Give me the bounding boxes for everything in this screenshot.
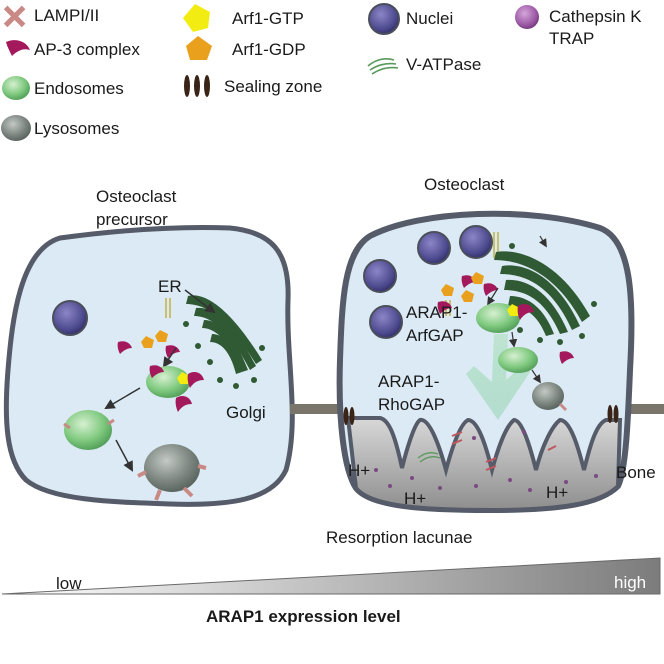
precursor-v-atpase — [165, 298, 171, 318]
lamp-icon — [3, 5, 26, 28]
expression-gradient-bar — [1, 557, 661, 595]
gradient-low-label: low — [56, 574, 82, 593]
oc-arrow-to-endosome — [487, 287, 499, 306]
proton-label-1: H+ — [348, 461, 370, 480]
lysosome-icon — [1, 115, 31, 141]
oc-trafficking-arrow — [466, 334, 530, 420]
oc-v-atpase-lacuna — [417, 451, 441, 463]
legend-lysosomes-label: Lysosomes — [34, 119, 119, 138]
legend-trap-label: TRAP — [549, 29, 594, 48]
sealing-zone-icon — [184, 75, 210, 97]
legend-cathepsin-label: Cathepsin K — [549, 7, 642, 26]
oc-arrow-to-endosome2 — [508, 331, 518, 348]
oc-sealing-zone-right — [607, 405, 619, 423]
bone-surface-right — [616, 404, 664, 414]
gradient-high-label: high — [614, 573, 646, 592]
oc-ap3-5 — [559, 351, 574, 364]
precursor-ap3-5 — [149, 365, 164, 378]
arfgap-label-line1: ARAP1- — [406, 303, 467, 322]
oc-ap3-3 — [437, 301, 452, 314]
precursor-er-label: ER — [158, 277, 182, 296]
legend-sealing-zone-label: Sealing zone — [224, 77, 322, 96]
oc-ap3-4 — [517, 304, 534, 320]
ap3-icon — [6, 40, 30, 56]
oc-lacuna-cathepsin-dots — [374, 430, 598, 492]
precursor-lysosome — [144, 444, 200, 492]
osteoclast-nucleus-1 — [363, 259, 397, 293]
legend-arf1-gdp-label: Arf1-GDP — [232, 40, 306, 59]
oc-arrow-to-lysosome — [531, 369, 541, 384]
bone-surface-left — [290, 404, 344, 414]
oc-lysosome — [532, 382, 564, 410]
legend-v-atpase-label: V-ATPase — [406, 55, 481, 74]
legend-arf1-gtp-label: Arf1-GTP — [232, 9, 304, 28]
precursor-title-line1: Osteoclast — [96, 187, 177, 206]
osteoclast-er-arrow — [538, 235, 547, 248]
osteoclast-nucleus-4 — [369, 305, 403, 339]
precursor-title-line2: precursor — [96, 210, 168, 229]
oc-endosome-2 — [498, 347, 538, 373]
oc-sealing-zone-left — [343, 407, 355, 425]
rhogap-label-line2: RhoGAP — [378, 395, 445, 414]
oc-arf1-gdp-2 — [441, 284, 454, 296]
legend: LAMPI/II AP-3 complex Endosomes Lysosome… — [1, 3, 642, 141]
proton-label-2: H+ — [404, 489, 426, 508]
precursor-arf1-gdp-2 — [155, 330, 168, 342]
resorption-lacunae-label: Resorption lacunae — [326, 528, 472, 547]
er-arrow — [184, 289, 216, 314]
precursor-nucleus — [52, 300, 88, 336]
precursor-arrow-to-endosome2 — [104, 387, 141, 410]
rhogap-label-line1: ARAP1- — [378, 372, 439, 391]
precursor-endosome-2 — [64, 410, 112, 450]
cathepsin-icon — [515, 5, 539, 29]
oc-ap3-2 — [483, 283, 498, 296]
precursor-ap3-3 — [187, 372, 204, 388]
legend-lamp-label: LAMPI/II — [34, 6, 99, 25]
oc-lysosome-lamp — [558, 402, 568, 412]
bone-label: Bone — [616, 463, 656, 482]
precursor-lysosome-lamps — [137, 464, 207, 501]
arf1-gdp-icon — [186, 36, 212, 60]
precursor-arrow-to-lysosome — [115, 439, 133, 472]
oc-arf1-gtp — [507, 304, 520, 316]
osteoclast-nucleus-3 — [459, 225, 493, 259]
precursor-ap3-4 — [175, 396, 192, 412]
proton-label-3: H+ — [546, 483, 568, 502]
arf1-gtp-icon — [183, 4, 210, 32]
precursor-arrow-to-endosome — [162, 347, 177, 368]
osteoclast-nucleus-2 — [417, 231, 451, 265]
oc-arf1-gdp-1 — [471, 272, 484, 284]
oc-lacuna-lamps — [451, 431, 557, 471]
endosome-icon — [2, 76, 30, 100]
precursor-arf1-gtp — [177, 372, 190, 384]
legend-nuclei-label: Nuclei — [406, 9, 453, 28]
precursor-ap3-1 — [117, 341, 132, 354]
precursor-golgi — [183, 295, 265, 389]
v-atpase-icon — [367, 58, 399, 75]
precursor-arf1-gdp-1 — [141, 336, 154, 348]
osteoclast-title: Osteoclast — [424, 175, 505, 194]
precursor-lamp-1 — [63, 422, 71, 430]
nucleus-icon — [368, 3, 400, 35]
arfgap-label-line2: ArfGAP — [406, 326, 464, 345]
precursor-golgi-label: Golgi — [226, 403, 266, 422]
precursor-lamp-2 — [107, 418, 115, 426]
legend-ap3-label: AP-3 complex — [34, 40, 140, 59]
oc-arf1-gdp-3 — [461, 290, 474, 302]
gradient-caption: ARAP1 expression level — [206, 607, 401, 626]
legend-endosomes-label: Endosomes — [34, 79, 124, 98]
